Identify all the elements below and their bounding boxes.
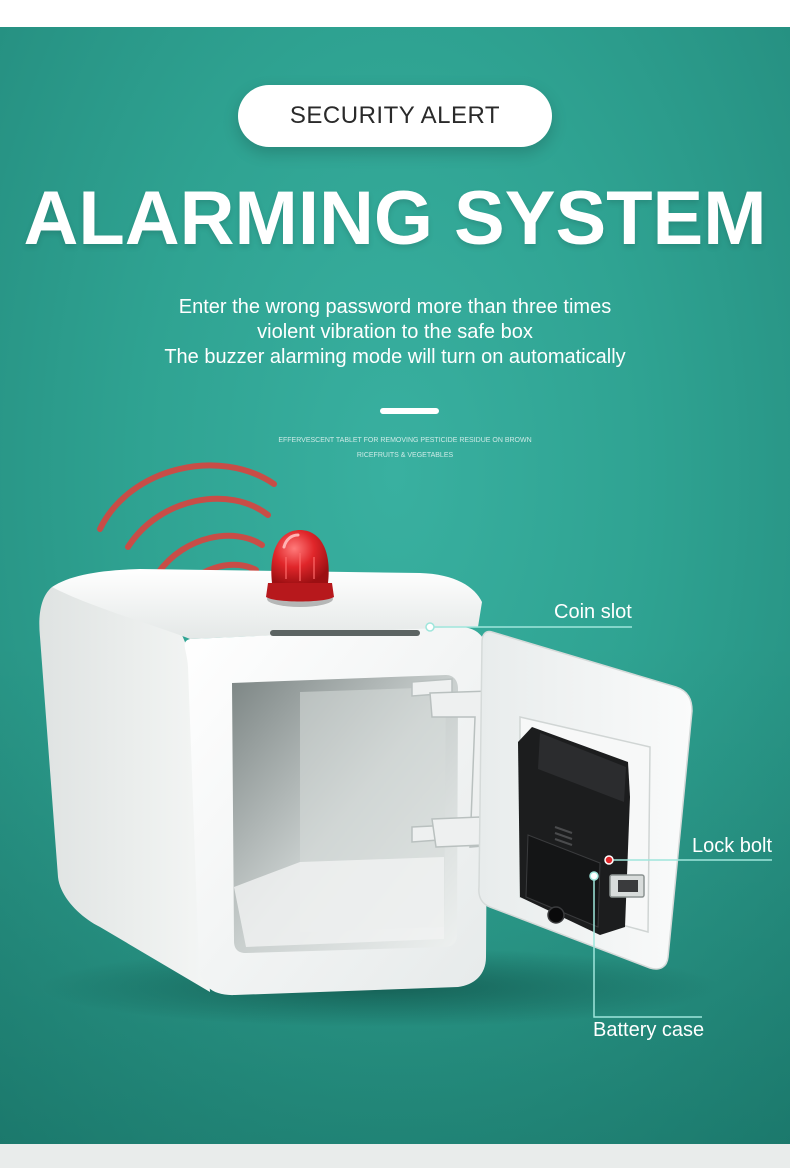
small-caption: EFFERVESCENT TABLET FOR REMOVING PESTICI… [230, 433, 580, 463]
lock-bolt-dot [604, 855, 614, 865]
coin-slot-dot [425, 622, 435, 632]
security-alert-badge: SECURITY ALERT [238, 85, 552, 147]
battery-compartment [525, 834, 601, 928]
hinge-bottom-plate [431, 816, 485, 848]
teal-panel: SECURITY ALERT ALARMING SYSTEM Enter the… [0, 27, 790, 1144]
wave-middle [125, 495, 271, 550]
battery-screw [547, 906, 565, 924]
divider-dash [380, 408, 439, 414]
wave-inner [155, 532, 265, 576]
description-line-2: violent vibration to the safe box [257, 321, 533, 343]
interior-floor [234, 857, 444, 947]
coin-slot [270, 630, 420, 636]
page-title: ALARMING SYSTEM [23, 176, 767, 261]
lock-mechanism-top [538, 733, 626, 802]
description: Enter the wrong password more than three… [0, 295, 790, 370]
callout-lines [430, 626, 772, 1018]
battery-case-line [593, 876, 702, 1018]
wave-outer [97, 462, 277, 532]
small-caption-line-2: RICEFRUITS & VEGETABLES [356, 452, 454, 459]
safe-left-side [39, 587, 211, 992]
alarm-lamp [266, 530, 334, 607]
description-line-3: The buzzer alarming mode will turn on au… [164, 346, 626, 368]
lock-bolt [609, 874, 645, 898]
badge-label: SECURITY ALERT [289, 102, 501, 129]
lock-bolt-label: Lock bolt [692, 835, 773, 857]
bottom-strip [0, 1144, 790, 1168]
battery-case-label: Battery case [593, 1019, 705, 1041]
battery-case-dot [589, 871, 599, 881]
description-line-1: Enter the wrong password more than three… [178, 296, 612, 318]
battery-grip [554, 826, 573, 846]
callout-dots [425, 622, 614, 881]
safe-illustration [39, 462, 772, 1027]
safe-top [52, 569, 482, 639]
small-caption-line-1: EFFERVESCENT TABLET FOR REMOVING PESTICI… [278, 437, 532, 444]
coin-slot-label: Coin slot [554, 601, 632, 623]
